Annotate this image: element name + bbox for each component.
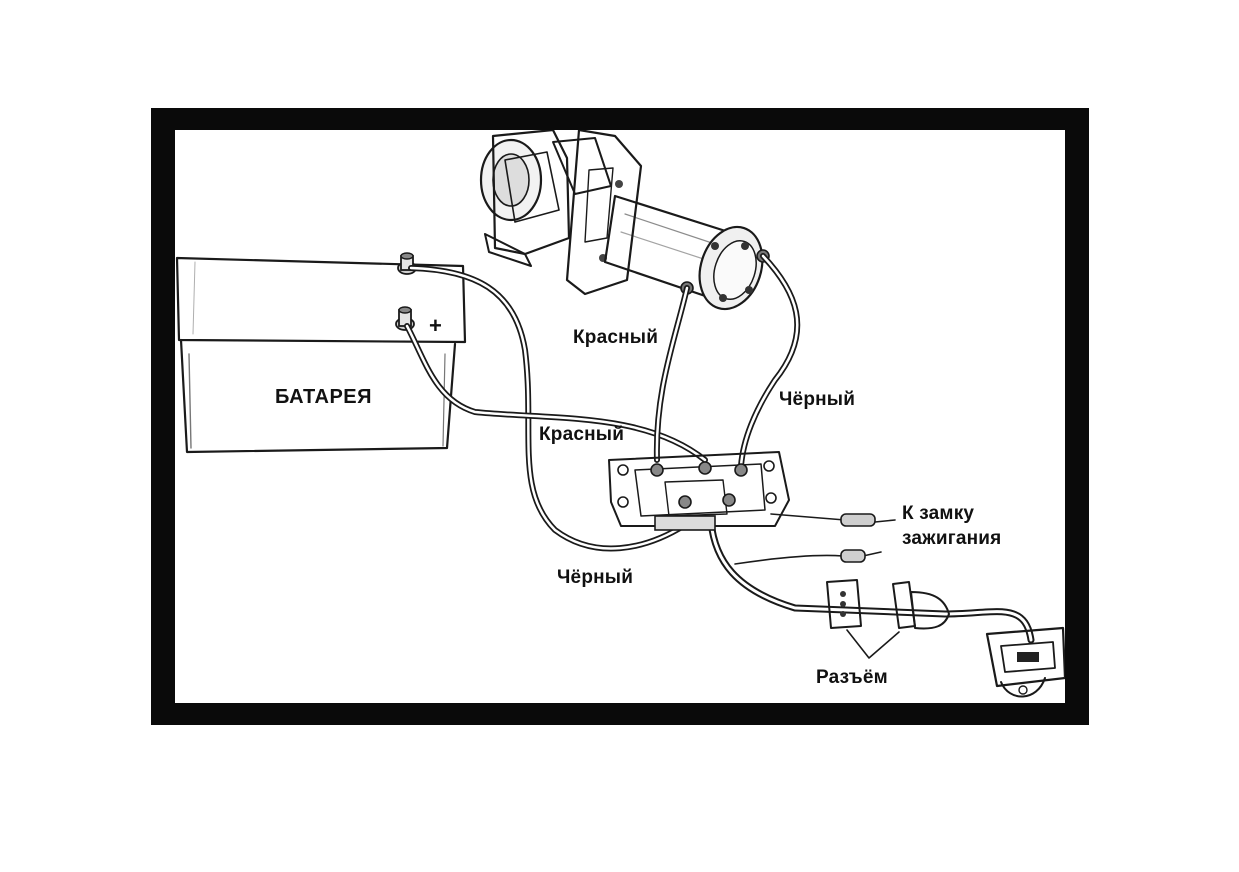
- red-wire-top-label: Красный: [573, 327, 659, 348]
- battery-label: БАТАРЕЯ: [275, 386, 373, 408]
- black-wire-bottom-label: Чёрный: [557, 567, 634, 588]
- cables: [404, 253, 1035, 644]
- ignition-wire-4: [862, 551, 882, 557]
- ignition-wire-1: [770, 513, 846, 521]
- black-wire-right-label: Чёрный: [779, 389, 856, 410]
- battery-negative-terminal: [397, 252, 417, 275]
- ignition-label-line2: зажигания: [902, 528, 1002, 549]
- ignition-connectors: [840, 513, 876, 563]
- diagram-frame: +: [151, 108, 1089, 725]
- ignition-wire-2: [874, 519, 896, 523]
- battery: +: [175, 252, 467, 454]
- battery-plus-sign: +: [429, 313, 442, 338]
- ignition-wire-3: [734, 554, 844, 565]
- winch: [479, 130, 770, 311]
- red-wire-mid-label: Красный: [539, 424, 625, 445]
- remote-control: [985, 626, 1065, 698]
- control-box: [608, 451, 790, 531]
- connector-plug: [826, 579, 950, 659]
- connector-label: Разъём: [816, 667, 888, 688]
- ignition-label-line1: К замку: [902, 503, 975, 524]
- diagram-panel: +: [175, 130, 1065, 703]
- wiring-diagram: +: [175, 130, 1065, 698]
- black-cable-battery: [408, 265, 688, 552]
